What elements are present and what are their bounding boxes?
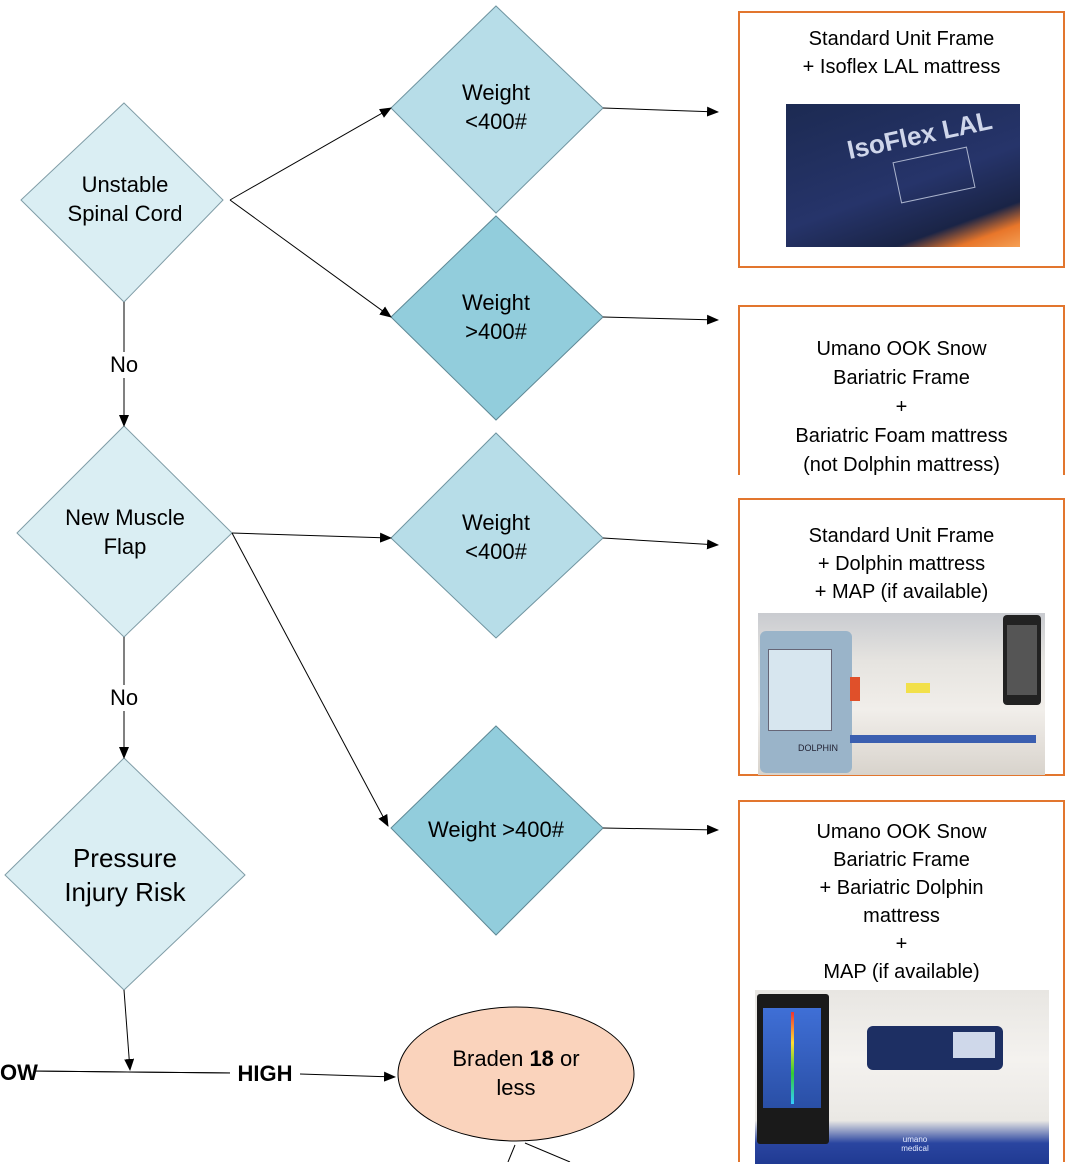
- high-label: HIGH: [230, 1061, 300, 1087]
- blue-rail-stripe: [850, 735, 1036, 743]
- weight-diamond-2: [390, 215, 604, 421]
- pressure-risk-label: Pressure Injury Risk: [64, 843, 186, 907]
- connector-spinal-w2: [229, 199, 392, 318]
- connector-braden-down-2: [524, 1142, 571, 1162]
- weight-diamond-3: [390, 432, 604, 639]
- yellow-label: [906, 683, 930, 693]
- muscle-flap-label: New Muscle Flap: [65, 505, 185, 559]
- connector-spinal-w1: [229, 107, 392, 201]
- monitor-device: [757, 994, 829, 1144]
- braden-label: Braden 18 or less: [452, 1046, 580, 1100]
- recommendation-text-3: Standard Unit Frame + Dolphin mattress +…: [808, 525, 995, 603]
- spinal-cord-label: Unstable Spinal Cord: [67, 172, 183, 226]
- control-panel: [867, 1026, 1003, 1070]
- connector-w2-box2: [602, 314, 719, 325]
- recommendation-text-4: Umano OOK Snow Bariatric Frame + Bariatr…: [816, 821, 987, 983]
- recommendation-box-4: Umano OOK Snow Bariatric Frame + Bariatr…: [738, 800, 1065, 1164]
- weight-diamond-4: [390, 725, 604, 936]
- recommendation-box-1: Standard Unit Frame + Isoflex LAL mattre…: [738, 11, 1065, 268]
- dolphin-photo-text: DOLPHIN: [798, 743, 839, 753]
- weight-label-4: Weight >400#: [428, 816, 564, 842]
- connector-w1-box1: [602, 106, 719, 117]
- no-label-1: No: [102, 352, 146, 378]
- no-label-2: No: [102, 685, 146, 711]
- connector-muscle-w3: [231, 532, 392, 543]
- braden-ellipse: [397, 1006, 635, 1142]
- weight-diamond-1: [390, 5, 604, 214]
- connector-braden-down-1: [507, 1144, 516, 1162]
- connector-high-left: [29, 1070, 236, 1074]
- connector-high: [299, 1071, 396, 1082]
- connector-w4-box4: [602, 824, 719, 835]
- connector-pressure-down: [123, 989, 135, 1071]
- recommendation-text-1: Standard Unit Frame + Isoflex LAL mattre…: [802, 28, 1001, 78]
- umano-photo-text: umano medical: [901, 1135, 929, 1153]
- isoflex-icon-panel: [892, 146, 976, 204]
- braden-number: 18: [529, 1046, 554, 1072]
- weight-label-3: Weight <400#: [461, 510, 531, 564]
- weight-label-1: Weight <400#: [461, 80, 531, 134]
- connector-w3-box3: [602, 537, 719, 550]
- low-label: OW: [0, 1060, 38, 1086]
- recommendation-text-2: Umano OOK Snow Bariatric Frame + Bariatr…: [795, 338, 1008, 476]
- isoflex-mattress-photo: IsoFlex LAL: [786, 104, 1020, 247]
- recommendation-box-2: Umano OOK Snow Bariatric Frame + Bariatr…: [738, 305, 1065, 476]
- orange-clamp: [850, 677, 860, 701]
- dolphin-system-photo: DOLPHIN: [758, 613, 1045, 775]
- connector-muscle-w4: [231, 532, 389, 827]
- dolphin-pump-unit: DOLPHIN: [760, 631, 852, 773]
- umano-bed-photo: umano medical: [755, 990, 1049, 1164]
- tablet-device: [1003, 615, 1041, 705]
- recommendation-box-3: Standard Unit Frame + Dolphin mattress +…: [738, 498, 1065, 776]
- weight-label-2: Weight >400#: [461, 290, 531, 344]
